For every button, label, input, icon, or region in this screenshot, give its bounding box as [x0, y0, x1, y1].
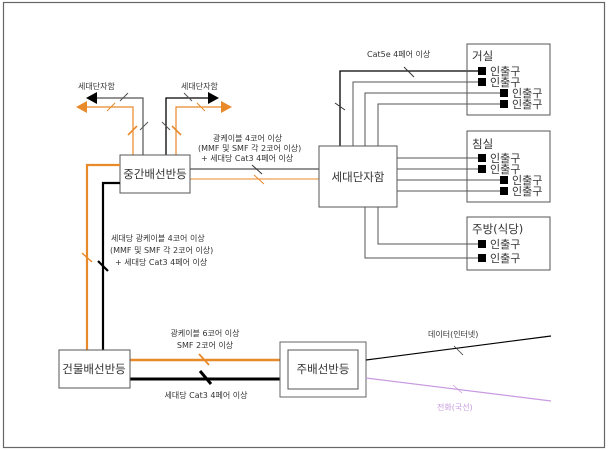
label-riser-2: (MMF 및 SMF 각 2코어 이상): [110, 245, 213, 255]
cable-fiber-riser: [85, 163, 120, 350]
arrow-right-orange-icon: [221, 101, 232, 113]
room-kitchen-box: [466, 216, 551, 271]
household-box-label: 세대단자함: [332, 170, 385, 184]
cable-data-internet: [365, 335, 552, 361]
household-to-rooms: [334, 66, 500, 259]
room-bedroom: 침실 인출구 인출구 인출구 인출구: [466, 130, 551, 203]
outlet-icon: [478, 154, 486, 162]
cable-copper-riser: [101, 181, 120, 350]
room-kitchen: 주방(식당) 인출구 인출구: [466, 216, 551, 271]
outlet-icon: [500, 187, 508, 195]
label-riser-3: + 세대당 Cat3 4페어 이상: [115, 257, 208, 267]
outlet-icon: [500, 176, 508, 184]
label-intermediate-household-3: + 세대당 Cat3 4페어 이상: [201, 153, 294, 163]
outlet-label: 인출구: [490, 152, 520, 165]
room-living: 거실 인출구 인출구 인출구 인출구: [466, 43, 551, 116]
room-bedroom-box: [466, 130, 551, 203]
label-copper-main: 세대당 Cat3 4페어 이상: [165, 390, 249, 400]
intermediate-frame-label: 중간배선반등: [123, 167, 186, 181]
label-cat5e: Cat5e 4페어 이상: [367, 49, 431, 59]
outlet-icon: [478, 240, 486, 248]
outlet-icon: [478, 254, 486, 262]
building-frame-box[interactable]: [58, 349, 131, 389]
arrow-right-black-icon: [208, 92, 219, 104]
outlet-icon: [478, 67, 486, 75]
branch-left-label: 세대단자함: [78, 81, 115, 91]
label-fiber-main-1: 광케이블 6코어 이상: [170, 328, 240, 338]
outlet-label: 인출구: [512, 87, 542, 100]
outlet-label: 인출구: [490, 163, 520, 176]
main-frame-inner: [287, 349, 359, 390]
main-frame-label: 주배선반등: [297, 362, 350, 376]
arrow-left-orange-icon: [76, 101, 87, 113]
label-riser-1: 세대당 광케이블 4코어 이상: [111, 233, 205, 243]
label-intermediate-household-2: (MMF 및 SMF 각 2코어 이상): [198, 143, 301, 153]
room-bedroom-label: 침실: [472, 137, 493, 151]
branch-cables-left: [76, 92, 149, 155]
room-living-box: [466, 43, 551, 116]
arrow-left-black-icon: [86, 92, 97, 104]
branch-right-label: 세대단자함: [181, 81, 218, 91]
label-phone: 전화(국선): [437, 402, 473, 412]
outlet-icon: [478, 165, 486, 173]
outlet-icon: [500, 89, 508, 97]
outlet-label: 인출구: [490, 65, 520, 78]
intermediate-frame-box[interactable]: [119, 154, 191, 194]
room-living-label: 거실: [472, 49, 493, 63]
outlet-icon: [500, 100, 508, 108]
outlet-icon: [478, 78, 486, 86]
room-kitchen-label: 주방(식당): [472, 222, 523, 236]
outlet-label: 인출구: [512, 98, 542, 111]
label-data: 데이터(인터넷): [428, 329, 478, 339]
branch-cables-right: [161, 92, 232, 155]
outlet-label: 인출구: [512, 174, 542, 187]
outlet-label: 인출구: [490, 76, 520, 89]
label-intermediate-household-1: 광케이블 4코어 이상: [213, 133, 283, 143]
outlet-label: 인출구: [490, 252, 520, 265]
household-box[interactable]: [318, 145, 398, 208]
label-fiber-main-2: SMF 2코어 이상: [177, 340, 234, 350]
outlet-label: 인출구: [490, 238, 520, 251]
building-frame-label: 건물배선반등: [62, 362, 125, 376]
outlet-label: 인출구: [512, 185, 542, 198]
